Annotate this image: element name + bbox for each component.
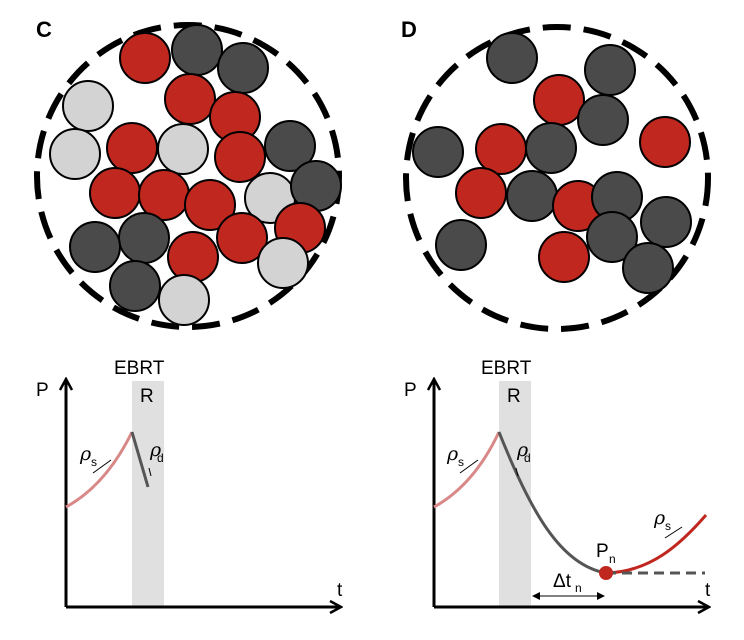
- rho-s-regrowth-symbol: ρ: [653, 507, 666, 529]
- rho-s-subscript: s: [458, 455, 464, 469]
- pn-subscript: n: [609, 552, 616, 566]
- x-axis-label: t: [337, 580, 343, 601]
- pn-point: [599, 566, 613, 580]
- pn-symbol: P: [596, 541, 609, 562]
- y-axis-label: P: [36, 380, 49, 401]
- cell-dark: [525, 122, 577, 174]
- cell-light: [157, 123, 209, 175]
- cell-red: [639, 116, 691, 168]
- cell-dark: [69, 221, 121, 273]
- sensitive-growth-curve: [65, 431, 134, 509]
- cell-dark: [435, 219, 487, 271]
- panel-d: D: [401, 17, 711, 332]
- cell-dark: [486, 32, 538, 84]
- ebrt-r-label: R: [140, 386, 154, 407]
- cell-dark: [118, 212, 170, 264]
- ebrt-band: [132, 381, 164, 607]
- cell-dark: [412, 126, 464, 178]
- cell-dark: [506, 170, 558, 222]
- y-axis-label: P: [404, 380, 417, 401]
- cell-red: [216, 212, 268, 264]
- rho-d-slope-marker: [148, 467, 152, 477]
- cell-cluster-c: [49, 24, 342, 326]
- graph-right: EBRT R P t ρ s ρ d ρ s P n Δt n: [404, 358, 711, 607]
- cell-light: [62, 80, 114, 132]
- decay-curve: [130, 431, 150, 488]
- cell-dark: [264, 120, 316, 172]
- cell-red: [119, 32, 171, 84]
- panel-c: C: [34, 17, 342, 330]
- cell-light: [158, 274, 210, 326]
- cell-dark: [640, 196, 692, 248]
- cell-red: [167, 231, 219, 283]
- ebrt-label: EBRT: [114, 358, 165, 379]
- decay-curve: [497, 431, 607, 575]
- rho-s-symbol: ρ: [79, 443, 92, 465]
- sensitive-growth-curve: [433, 431, 501, 509]
- rho-d-subscript: d: [524, 451, 531, 465]
- cell-dark: [584, 44, 636, 96]
- cell-cluster-d: [412, 32, 692, 294]
- cell-red: [533, 74, 585, 126]
- cell-red: [164, 73, 216, 125]
- panel-label-c: C: [36, 17, 52, 42]
- cell-red: [475, 123, 527, 175]
- cell-dark: [577, 94, 629, 146]
- cell-red: [89, 167, 141, 219]
- cell-dark: [217, 42, 269, 94]
- cell-population-boundary: [403, 24, 711, 332]
- ebrt-r-label: R: [507, 386, 521, 407]
- cell-dark: [109, 260, 161, 312]
- rho-d-symbol: ρ: [149, 439, 162, 461]
- rho-d-subscript: d: [157, 451, 164, 465]
- cell-red: [538, 231, 590, 283]
- rho-s-regrowth-subscript: s: [665, 519, 671, 533]
- rho-d-slope-marker: [515, 467, 519, 477]
- rho-s-subscript: s: [91, 455, 97, 469]
- rho-d-symbol: ρ: [516, 439, 529, 461]
- cell-red: [184, 179, 236, 231]
- cell-red: [455, 167, 507, 219]
- cell-dark: [622, 242, 674, 294]
- rho-s-slope-marker: [459, 459, 479, 474]
- rho-s-symbol: ρ: [446, 443, 459, 465]
- delta-t-subscript: n: [575, 581, 582, 595]
- cell-red: [214, 131, 266, 183]
- cell-dark: [171, 24, 223, 76]
- cell-red: [106, 122, 158, 174]
- cell-light: [49, 128, 101, 180]
- x-axis-label: t: [705, 580, 711, 601]
- ebrt-label: EBRT: [481, 358, 532, 379]
- rho-s-regrowth-slope-marker: [664, 526, 683, 539]
- panel-label-d: D: [401, 17, 417, 42]
- rho-s-slope-marker: [92, 459, 112, 474]
- delta-t-symbol: Δt: [553, 571, 572, 592]
- regrowth-curve: [605, 514, 708, 575]
- cell-dark: [586, 211, 638, 263]
- cell-light: [257, 237, 309, 289]
- graph-left: EBRT R P t ρ s ρ d: [36, 358, 343, 607]
